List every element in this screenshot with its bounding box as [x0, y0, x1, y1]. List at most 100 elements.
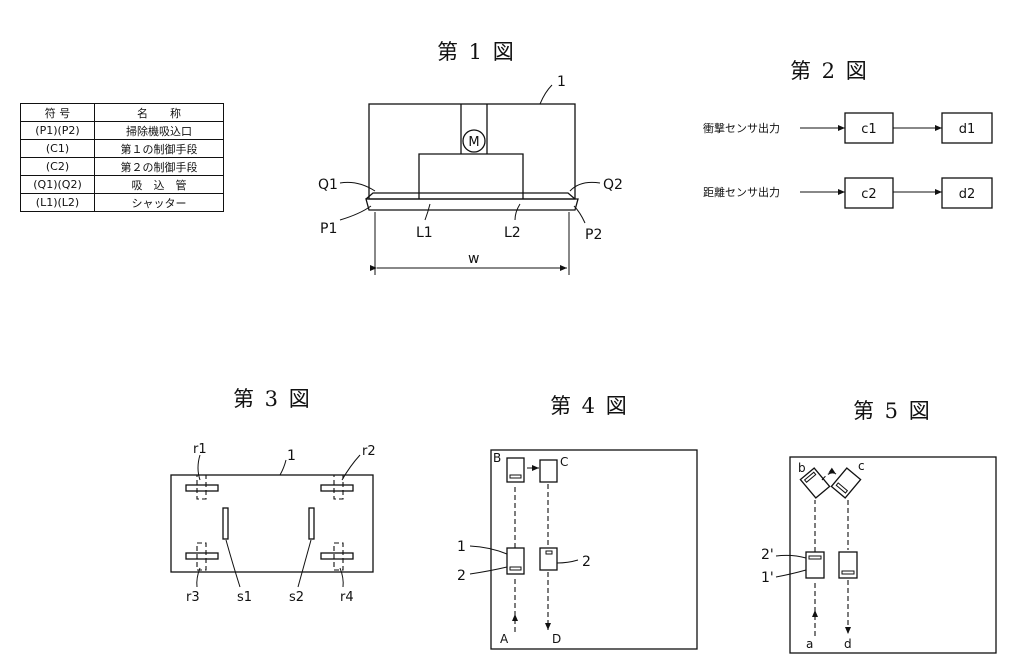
box-c1-label: c1 [861, 122, 876, 137]
cleaner-position-c [830, 467, 862, 499]
suction-nozzle [365, 198, 579, 211]
fig5-title: 第 5 図 [853, 399, 932, 423]
shock-sensor-output-label: 衝撃センサ出力 [703, 121, 780, 135]
point-c-label: c [858, 459, 865, 473]
leader-line [775, 554, 807, 559]
leader-line [339, 567, 344, 588]
label-p2: P2 [585, 227, 602, 243]
fig3-body-label: 1 [287, 448, 296, 464]
fig4-diagram: B C A D 1 2 2 [457, 449, 698, 650]
leader-line [469, 545, 508, 555]
fig5-diagram: b c a d 2' 1' [761, 456, 997, 654]
box-d2-label: d2 [959, 187, 976, 202]
label-r2: r2 [362, 444, 376, 459]
fig5-label-2p: 2' [761, 547, 774, 563]
cleaner-bumper [835, 482, 849, 494]
distance-sensor-output-label: 距離センサ出力 [703, 185, 780, 199]
fig4-label-1: 1 [457, 539, 466, 555]
label-q2: Q2 [603, 177, 623, 193]
table-row: (C2) 第２の制御手段 [20, 157, 224, 176]
leader-line [341, 454, 361, 481]
cleaner-body-bottom-view [170, 474, 374, 573]
leader-line [424, 203, 431, 221]
leader-line [573, 205, 586, 224]
fig3-diagram: r1 r2 1 r3 s1 s2 r4 [170, 442, 376, 605]
cleaner-bumper [509, 566, 522, 571]
leader-line [775, 569, 807, 578]
leader-line [197, 454, 201, 481]
table-cell: 掃除機吸込口 [94, 121, 224, 140]
leader-line [339, 181, 376, 192]
label-l2: L2 [504, 225, 521, 241]
wheel-r3 [185, 552, 219, 560]
table-cell: 第２の制御手段 [94, 157, 224, 176]
leader-line [539, 84, 553, 105]
table-cell: 吸 込 管 [94, 175, 224, 194]
cleaner-body-c [830, 467, 862, 499]
cleaner-bumper [803, 471, 817, 483]
point-b-label: b [798, 461, 806, 475]
leader-line [469, 566, 508, 575]
fig2-diagram: 衝撃センサ出力 c1 d1 距離センサ出力 c2 d2 [703, 112, 993, 209]
cleaner-position-b [506, 457, 525, 483]
suction-pipe [365, 192, 576, 200]
point-c-label: C [560, 455, 568, 469]
label-w: w [468, 251, 479, 267]
table-row: (P1)(P2) 掃除機吸込口 [20, 121, 224, 140]
box-d1-label: d1 [959, 122, 976, 137]
cleaner-bumper [808, 555, 822, 560]
reference-table: 符 号 名 称 (P1)(P2) 掃除機吸込口 (C1) 第１の制御手段 (C2… [20, 103, 224, 212]
leader-line [279, 459, 287, 476]
box-c2-label: c2 [861, 187, 876, 202]
fig1-body-label: 1 [557, 74, 566, 90]
cleaner-bumper [545, 550, 553, 555]
cleaner-position-d [838, 551, 858, 579]
room-boundary [789, 456, 997, 654]
fig1-title: 第 1 図 [437, 40, 516, 64]
sensor-s2 [308, 507, 315, 540]
table-cell: (Q1)(Q2) [20, 175, 95, 194]
fig3-title: 第 3 図 [233, 387, 312, 411]
table-row: (L1)(L2) シャッター [20, 193, 224, 212]
label-q1: Q1 [318, 177, 338, 193]
cleaner-position-c [539, 459, 558, 483]
cleaner-bumper [841, 570, 855, 575]
cleaner-position-1 [506, 547, 525, 575]
leader-line [514, 203, 521, 221]
point-d-label: d [844, 637, 852, 651]
wheel-r3-hidden [196, 542, 207, 571]
fig4-title: 第 4 図 [550, 394, 629, 418]
table-cell: (C1) [20, 139, 95, 158]
leader-line [569, 181, 601, 192]
fig2-title: 第 2 図 [790, 59, 869, 83]
fig5-label-1p: 1' [761, 570, 774, 586]
label-s2: s2 [289, 590, 304, 605]
cleaner-position-1p [805, 551, 825, 579]
label-r4: r4 [340, 590, 354, 605]
leader-line [556, 559, 579, 564]
label-p1: P1 [320, 221, 337, 237]
motor-label: M [468, 135, 479, 150]
box-d1 [941, 112, 993, 144]
leader-line [339, 205, 372, 221]
label-s1: s1 [237, 590, 252, 605]
cleaner-bumper [509, 474, 522, 479]
box-c2 [844, 177, 894, 209]
wheel-r1-hidden [196, 474, 207, 500]
fig4-label-2b: 2 [582, 554, 591, 570]
wheel-r4 [320, 552, 354, 560]
table-cell: (L1)(L2) [20, 193, 95, 212]
wheel-r4-hidden [333, 542, 344, 571]
motor-circle [462, 129, 486, 153]
wheel-r2 [320, 484, 354, 492]
table-header-row: 符 号 名 称 [20, 103, 224, 122]
room-boundary [490, 449, 698, 650]
point-a-label: A [500, 632, 509, 646]
table-cell: (C2) [20, 157, 95, 176]
label-r3: r3 [186, 590, 200, 605]
leader-line [196, 567, 201, 588]
leader-line [225, 539, 241, 588]
point-a-label: a [806, 637, 813, 651]
sensor-s1 [222, 507, 229, 540]
